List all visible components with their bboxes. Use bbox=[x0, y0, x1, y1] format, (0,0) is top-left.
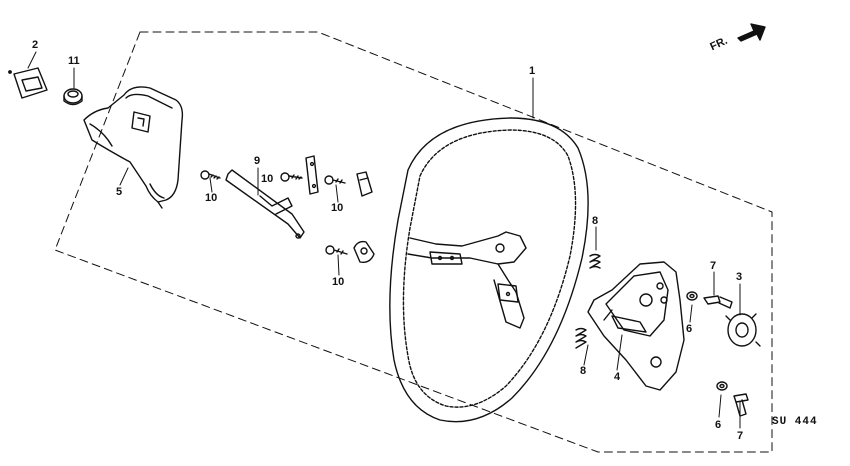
washer-parts bbox=[686, 291, 728, 391]
screw-parts bbox=[200, 170, 348, 255]
bracket-clip-part bbox=[356, 171, 373, 197]
drawing-code: SU 444 bbox=[772, 416, 818, 428]
callout-8b: 8 bbox=[580, 365, 587, 377]
steering-wheel-part bbox=[389, 117, 589, 423]
horn-contact-plate-part bbox=[225, 169, 305, 239]
callout-5: 5 bbox=[116, 186, 123, 198]
front-direction-arrow bbox=[737, 23, 766, 42]
callout-10b: 10 bbox=[261, 173, 274, 185]
contact-strip-part bbox=[305, 155, 319, 195]
callout-9: 9 bbox=[254, 155, 261, 167]
callout-10d: 10 bbox=[332, 276, 345, 288]
leader-lines bbox=[27, 51, 741, 429]
callout-3: 3 bbox=[736, 271, 743, 283]
callout-7b: 7 bbox=[737, 430, 744, 442]
callout-10a: 10 bbox=[205, 192, 218, 204]
callout-8a: 8 bbox=[592, 215, 599, 227]
horn-contact-part bbox=[353, 240, 375, 264]
spring-parts bbox=[575, 253, 601, 349]
nut-part bbox=[63, 88, 83, 106]
callout-1: 1 bbox=[529, 65, 536, 77]
hub-cover-part bbox=[587, 261, 685, 391]
callout-11: 11 bbox=[68, 55, 80, 67]
callout-2: 2 bbox=[32, 39, 39, 51]
horn-pad-cover-part bbox=[83, 86, 184, 209]
assembly-boundary-dashed bbox=[54, 31, 773, 453]
callout-7a: 7 bbox=[710, 260, 717, 272]
emblem-part bbox=[8, 67, 48, 99]
cancel-sleeve-part bbox=[725, 313, 761, 347]
callout-6a: 6 bbox=[686, 323, 693, 335]
callout-4: 4 bbox=[614, 371, 621, 383]
callout-10c: 10 bbox=[331, 202, 344, 214]
bolt-parts bbox=[703, 295, 749, 417]
callout-6b: 6 bbox=[715, 419, 722, 431]
